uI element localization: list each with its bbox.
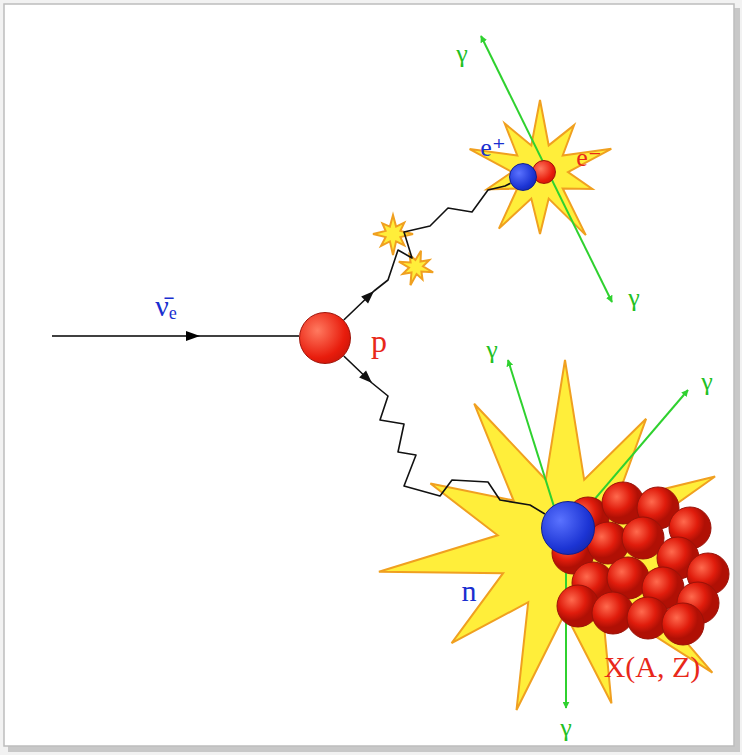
- flash-star: [470, 100, 612, 235]
- photon-label: γ: [486, 337, 498, 363]
- photon-label: γ: [701, 369, 713, 395]
- neutrino-label: ν̄ₑ: [155, 291, 176, 321]
- particle-circle: p: [299, 312, 351, 364]
- particle-label: e⁺: [480, 135, 505, 161]
- photon-label: γ: [628, 285, 640, 311]
- arrowhead: [359, 370, 372, 383]
- gamma-ray: [481, 36, 612, 302]
- track-line: [344, 183, 511, 320]
- frame: [4, 4, 734, 746]
- particle-circle: n: [541, 501, 595, 555]
- track-line: [344, 356, 545, 514]
- neutrino-arrowhead: [186, 331, 200, 341]
- particle-label: p: [371, 325, 387, 357]
- particle-circle: e⁺: [509, 163, 537, 191]
- particle-track: [344, 356, 545, 514]
- particle-track: [344, 183, 511, 320]
- particle-label: X(A, Z): [604, 652, 701, 682]
- flash-star: [373, 215, 413, 255]
- particle-label: e⁻: [576, 145, 601, 171]
- arrowhead: [361, 291, 374, 304]
- particle-label: n: [462, 576, 477, 606]
- flash-stars: [373, 100, 721, 710]
- flash-star: [399, 251, 433, 285]
- photon-label: γ: [560, 715, 572, 741]
- neutrino-line: [52, 335, 299, 337]
- flash-star: [379, 360, 722, 710]
- nucleon: [662, 603, 704, 645]
- photon-label: γ: [456, 41, 468, 67]
